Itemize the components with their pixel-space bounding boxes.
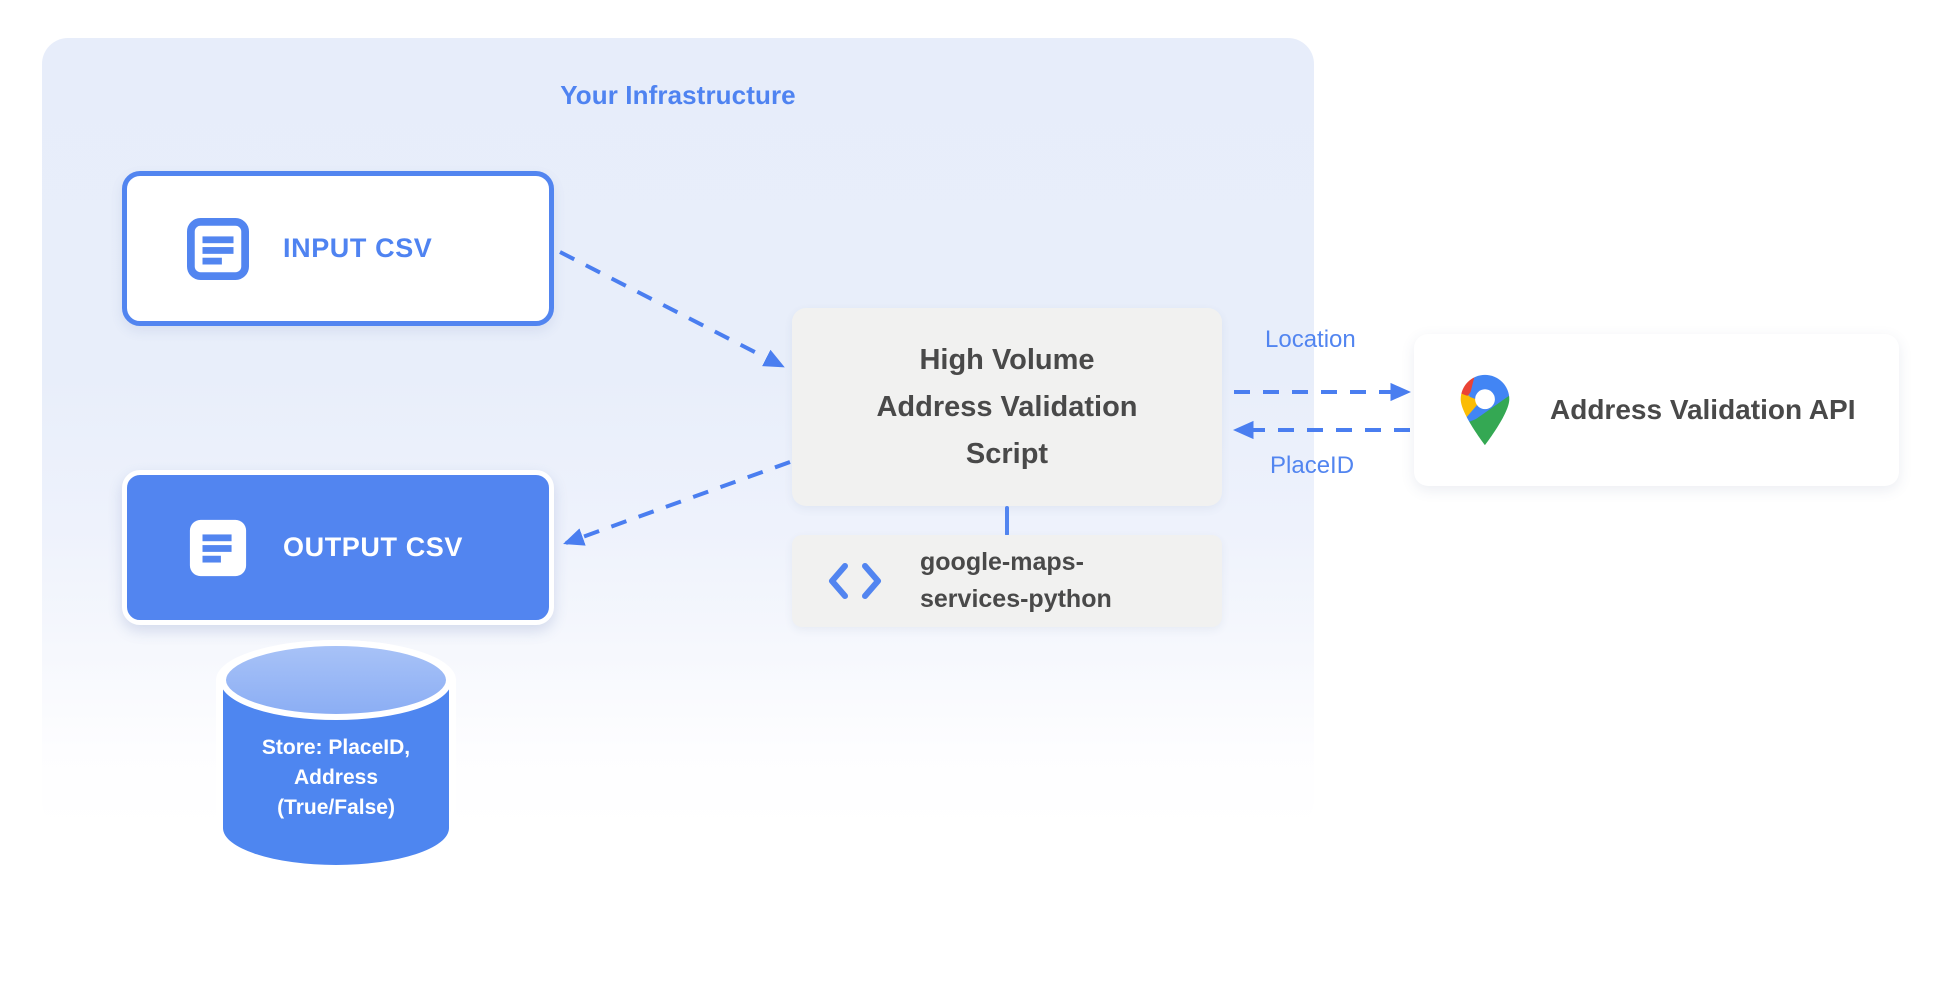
node-address-validation-api[interactable]: Address Validation API	[1414, 334, 1899, 486]
document-lines-icon	[189, 519, 247, 576]
input-csv-label: INPUT CSV	[283, 233, 433, 263]
google-maps-pin-icon	[1460, 374, 1510, 446]
edge-label-placeid: PlaceID	[1270, 452, 1355, 479]
library-label: google-maps- services-python	[920, 544, 1112, 618]
library-label-line-1: google-maps-	[920, 548, 1084, 576]
api-label: Address Validation API	[1550, 394, 1856, 425]
database-top	[220, 640, 452, 720]
script-title-line-1: High Volume	[919, 343, 1095, 376]
node-output-csv[interactable]: OUTPUT CSV	[122, 470, 554, 625]
node-database-store[interactable]	[213, 640, 459, 868]
library-label-line-2: services-python	[920, 585, 1112, 613]
node-input-csv[interactable]: INPUT CSV	[122, 171, 554, 326]
script-title: High Volume Address Validation Script	[876, 337, 1137, 478]
node-validation-script[interactable]: High Volume Address Validation Script	[792, 308, 1222, 506]
output-csv-label: OUTPUT CSV	[283, 532, 464, 562]
code-brackets-icon	[829, 563, 881, 599]
document-lines-icon	[187, 217, 249, 280]
edge-script-to-library	[1005, 506, 1009, 536]
infrastructure-title: Your Infrastructure	[560, 80, 796, 110]
database-body	[223, 680, 449, 865]
script-title-line-2: Address Validation	[876, 390, 1138, 423]
edge-label-location: Location	[1265, 326, 1356, 353]
node-google-maps-services-python[interactable]: google-maps- services-python	[792, 535, 1222, 627]
script-title-line-3: Script	[965, 437, 1049, 470]
